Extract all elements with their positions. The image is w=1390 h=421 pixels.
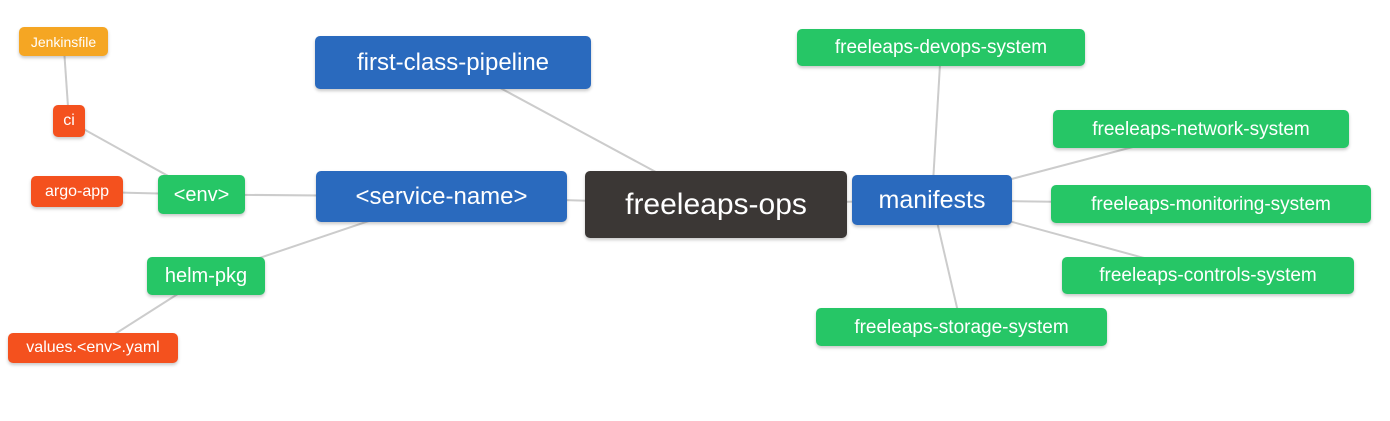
node-jenkinsfile[interactable]: Jenkinsfile	[19, 27, 108, 56]
node-env[interactable]: <env>	[158, 175, 245, 214]
node-freeleaps-devops-system[interactable]: freeleaps-devops-system	[797, 29, 1085, 66]
node-freeleaps-ops[interactable]: freeleaps-ops	[585, 171, 847, 238]
node-freeleaps-storage-system[interactable]: freeleaps-storage-system	[816, 308, 1107, 346]
node-values-env-yaml[interactable]: values.<env>.yaml	[8, 333, 178, 363]
node-manifests[interactable]: manifests	[852, 175, 1012, 225]
node-first-class-pipeline[interactable]: first-class-pipeline	[315, 36, 591, 89]
node-freeleaps-monitoring-system[interactable]: freeleaps-monitoring-system	[1051, 185, 1371, 223]
node-helm-pkg[interactable]: helm-pkg	[147, 257, 265, 295]
node-service-name[interactable]: <service-name>	[316, 171, 567, 222]
edge-manifests--freeleaps-devops-system	[931, 47, 942, 201]
node-ci[interactable]: ci	[53, 105, 85, 137]
node-argo-app[interactable]: argo-app	[31, 176, 123, 207]
node-freeleaps-network-system[interactable]: freeleaps-network-system	[1053, 110, 1349, 148]
node-freeleaps-controls-system[interactable]: freeleaps-controls-system	[1062, 257, 1354, 294]
